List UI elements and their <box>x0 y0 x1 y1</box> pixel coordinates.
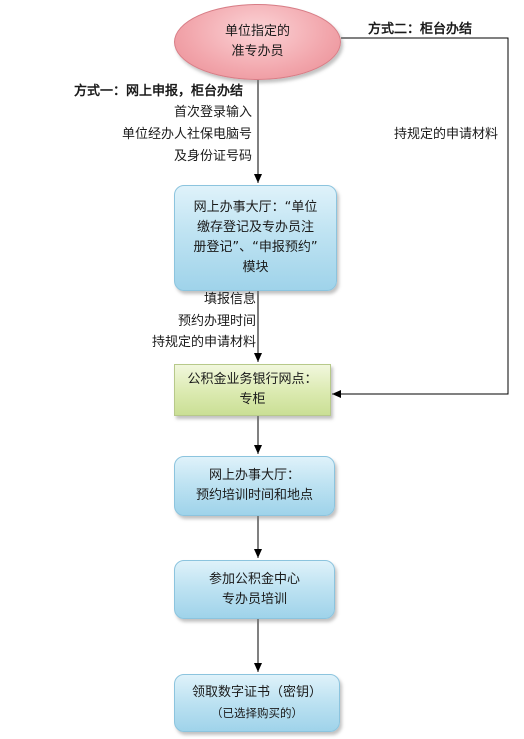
counter-node-line1: 公积金业务银行网点： <box>187 372 318 387</box>
bank-counter-node: 公积金业务银行网点： 专柜 <box>174 364 331 416</box>
first-login-text-3: 及身份证号码 <box>173 149 252 164</box>
method-one-label: 方式一：网上申报，柜台办结 <box>74 84 244 99</box>
training-node-line1: 参加公积金中心 <box>208 571 300 587</box>
start-node: 单位指定的 准专办员 <box>174 4 341 80</box>
method-two-label: 方式二：柜台办结 <box>368 22 473 37</box>
start-node-line2: 准专办员 <box>231 44 284 59</box>
training-booking-line2: 预约培训时间和地点 <box>195 488 313 503</box>
certificate-node: 领取数字证书（密钥） （已选择购买的） <box>174 674 340 732</box>
training-booking-line1: 网上办事大厅： <box>208 468 300 483</box>
certificate-node-line2: （已选择购买的） <box>211 706 303 720</box>
bring-materials-mid-label: 持规定的申请材料 <box>151 335 256 350</box>
register-node-line3: 册登记”、“申报预约” <box>193 240 318 255</box>
book-time-label: 预约办理时间 <box>177 314 256 329</box>
register-node-line2: 缴存登记及专办员注 <box>196 220 314 235</box>
bring-materials-right-label: 持规定的申请材料 <box>394 127 499 142</box>
start-node-line1: 单位指定的 <box>224 24 290 39</box>
certificate-node-line1: 领取数字证书（密钥） <box>191 685 322 700</box>
online-hall-register-node: 网上办事大厅：“单位 缴存登记及专办员注 册登记”、“申报预约” 模块 <box>174 185 337 291</box>
online-hall-training-node: 网上办事大厅： 预约培训时间和地点 <box>174 456 335 516</box>
first-login-text-1: 首次登录输入 <box>173 105 252 120</box>
register-node-line1: 网上办事大厅：“单位 <box>193 200 318 215</box>
training-node: 参加公积金中心 专办员培训 <box>174 560 335 619</box>
register-node-line4: 模块 <box>242 260 269 275</box>
fill-info-label: 填报信息 <box>203 292 256 307</box>
arrow-start-to-counter-method-two <box>332 37 509 398</box>
counter-node-line2: 专柜 <box>239 392 266 407</box>
first-login-text-2: 单位经办人社保电脑号 <box>121 127 252 142</box>
training-node-line2: 专办员培训 <box>221 591 287 607</box>
